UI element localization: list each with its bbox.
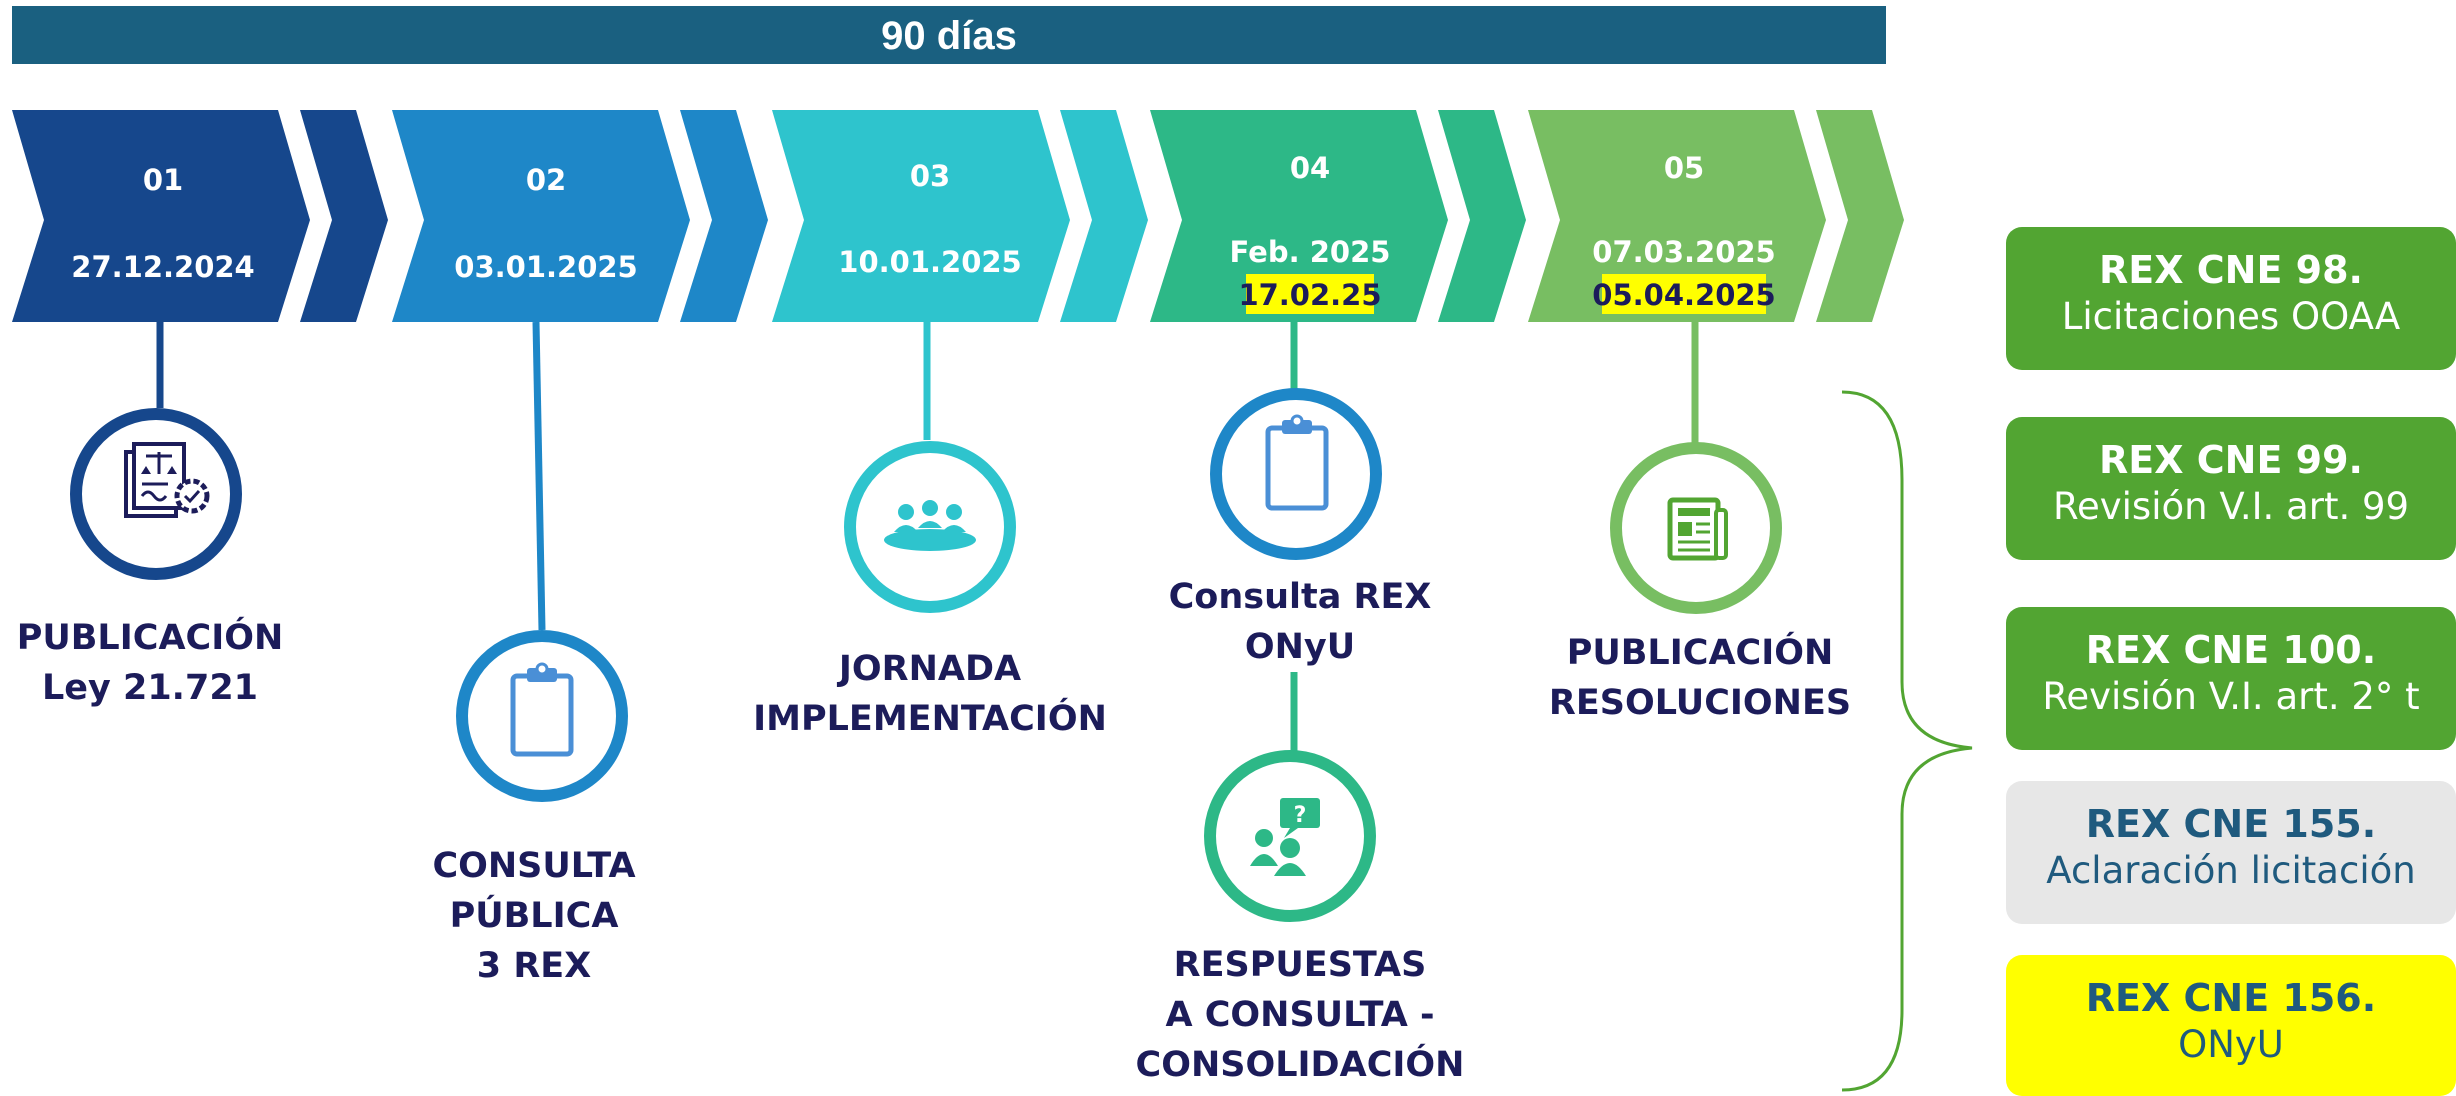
milestone-3-label-line-1: JORNADA: [838, 649, 1022, 689]
milestone-4-circle: [1210, 388, 1382, 560]
step-05-date: 07.03.2025: [1592, 235, 1775, 269]
milestone-5-label-line-1: RESPUESTAS: [1173, 945, 1427, 985]
milestone-6-circle: [1610, 442, 1782, 614]
milestone-1-label-line-2: Ley 21.721: [41, 668, 259, 708]
step-03-number: 03: [910, 159, 950, 193]
rex-box-98: REX CNE 98. Licitaciones OOAA: [2006, 227, 2456, 370]
step-04-date-extra: 17.02.25: [1238, 278, 1381, 312]
step-05-date-extra: 05.04.2025: [1592, 278, 1775, 312]
meeting-people-icon: [884, 500, 976, 551]
step-04-arrow: 04 Feb. 2025 17.02.25: [1150, 110, 1526, 322]
rex-box-156-subtitle: ONyU: [2178, 1023, 2284, 1066]
milestone-4-label-line-1: Consulta REX: [1168, 577, 1432, 617]
milestone-2-label: CONSULTA PÚBLICA 3 REX: [384, 841, 684, 991]
rex-box-155-title: REX CNE 155.: [2085, 802, 2377, 846]
milestone-5-label-line-3: CONSOLIDACIÓN: [1135, 1045, 1465, 1085]
step-04-highlight: [1246, 274, 1374, 314]
rex-box-156: REX CNE 156. ONyU: [2006, 955, 2456, 1096]
clipboard-icon: [1265, 414, 1329, 511]
rex-box-99-subtitle: Revisión V.I. art. 99: [2052, 485, 2410, 528]
people-question-icon: ?: [1250, 798, 1320, 876]
milestone-1-label-line-1: PUBLICACIÓN: [16, 618, 284, 658]
step-02-date: 03.01.2025: [454, 250, 637, 284]
milestone-5-circle: ?: [1204, 750, 1376, 922]
milestone-5-label-line-2: A CONSULTA -: [1165, 995, 1435, 1035]
step-04-date: Feb. 2025: [1230, 235, 1391, 269]
milestone-6-label-line-2: RESOLUCIONES: [1548, 683, 1852, 723]
rex-box-99-title: REX CNE 99.: [2099, 438, 2363, 482]
milestone-3-label: JORNADA IMPLEMENTACIÓN: [730, 644, 1130, 744]
step-03-date: 10.01.2025: [838, 245, 1021, 279]
rex-box-98-subtitle: Licitaciones OOAA: [2061, 295, 2401, 338]
step-01-date: 27.12.2024: [71, 250, 254, 284]
milestone-6-label: PUBLICACIÓN RESOLUCIONES: [1500, 628, 1900, 728]
milestone-3-circle: [844, 441, 1016, 613]
step-05-highlight: [1602, 274, 1766, 314]
rex-box-98-title: REX CNE 98.: [2099, 248, 2363, 292]
rex-box-156-title: REX CNE 156.: [2085, 976, 2377, 1020]
milestone-4-label-line-2: ONyU: [1244, 627, 1356, 667]
header-bar: [12, 6, 1886, 64]
milestone-2-circle: [456, 630, 628, 802]
step-01-arrow: 01 27.12.2024: [12, 110, 388, 322]
grouping-brace: [1841, 390, 1973, 1092]
milestone-4-label: Consulta REX ONyU: [1120, 572, 1480, 672]
newspaper-icon: [1667, 497, 1728, 561]
milestone-2-label-line-3: 3 REX: [476, 946, 592, 986]
step-04-number: 04: [1290, 151, 1330, 185]
milestone-2-label-line-1: CONSULTA: [432, 846, 636, 886]
connector-line-2: [532, 321, 546, 631]
milestone-1-circle: [70, 408, 242, 580]
step-03-arrow: 03 10.01.2025: [772, 110, 1148, 322]
rex-box-155-subtitle: Aclaración licitación: [2046, 849, 2416, 892]
milestone-5-label: RESPUESTAS A CONSULTA - CONSOLIDACIÓN: [1100, 940, 1500, 1090]
step-05-arrow: 05 07.03.2025 05.04.2025: [1528, 110, 1904, 322]
rex-box-100: REX CNE 100. Revisión V.I. art. 2° t: [2006, 607, 2456, 750]
rex-box-100-title: REX CNE 100.: [2085, 628, 2377, 672]
milestone-2-label-line-2: PÚBLICA: [449, 896, 619, 936]
header-title: 90 días: [881, 14, 1017, 58]
step-01-number: 01: [143, 163, 183, 197]
milestone-3-label-line-2: IMPLEMENTACIÓN: [753, 699, 1107, 739]
milestone-6-label-line-1: PUBLICACIÓN: [1566, 633, 1834, 673]
svg-text:?: ?: [1294, 803, 1307, 828]
step-05-number: 05: [1664, 151, 1704, 185]
rex-box-99: REX CNE 99. Revisión V.I. art. 99: [2006, 417, 2456, 560]
clipboard-icon: [510, 662, 574, 757]
step-02-number: 02: [526, 163, 566, 197]
legal-document-gear-icon: [124, 442, 210, 518]
rex-box-100-subtitle: Revisión V.I. art. 2° t: [2042, 675, 2420, 718]
rex-box-155: REX CNE 155. Aclaración licitación: [2006, 781, 2456, 924]
step-02-arrow: 02 03.01.2025: [392, 110, 768, 322]
milestone-1-label: PUBLICACIÓN Ley 21.721: [0, 613, 300, 713]
